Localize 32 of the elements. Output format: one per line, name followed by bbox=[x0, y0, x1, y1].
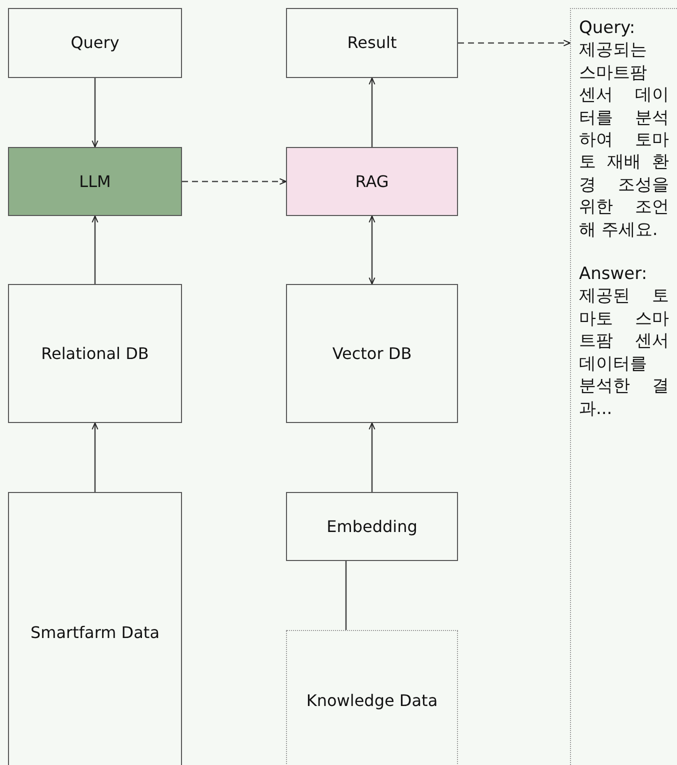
node-label: Relational DB bbox=[40, 342, 150, 364]
process-box bbox=[8, 147, 182, 216]
process-box bbox=[286, 147, 458, 216]
process-box bbox=[8, 284, 182, 423]
node-label: Result bbox=[346, 32, 398, 54]
process-box bbox=[8, 8, 182, 78]
arrow bbox=[92, 78, 98, 148]
process-box bbox=[286, 492, 458, 561]
text-paragraph: 제공되는 스마트팜 센서 데이터를 분석하여 토마토 재배 환경 조성을 위한 조언해 주세요. bbox=[579, 39, 669, 242]
arrow bbox=[368, 216, 376, 284]
connector-line bbox=[345, 561, 347, 630]
text-heading: Answer: bbox=[579, 263, 648, 286]
node-label: LLM bbox=[78, 170, 112, 192]
process-box bbox=[286, 8, 458, 78]
node-label: RAG bbox=[354, 170, 390, 192]
arrow bbox=[458, 40, 570, 46]
process-box bbox=[8, 492, 182, 765]
arrow bbox=[92, 216, 98, 284]
node-label: Vector DB bbox=[331, 342, 413, 364]
node-label: Embedding bbox=[326, 516, 418, 538]
arrow bbox=[368, 422, 376, 492]
process-box bbox=[286, 630, 458, 765]
process-box bbox=[286, 284, 458, 423]
arrow bbox=[368, 78, 376, 147]
text-paragraph: 제공된 토마토 스마트팜 센서 데이터를 분석한 결과... bbox=[579, 285, 669, 420]
node-label: Query bbox=[70, 32, 120, 54]
node-label: Knowledge Data bbox=[305, 690, 439, 712]
arrow bbox=[182, 178, 286, 185]
note-panel bbox=[570, 8, 677, 765]
text-heading: Query: bbox=[579, 17, 636, 40]
arrow bbox=[92, 422, 98, 492]
node-label: Smartfarm Data bbox=[29, 622, 160, 644]
